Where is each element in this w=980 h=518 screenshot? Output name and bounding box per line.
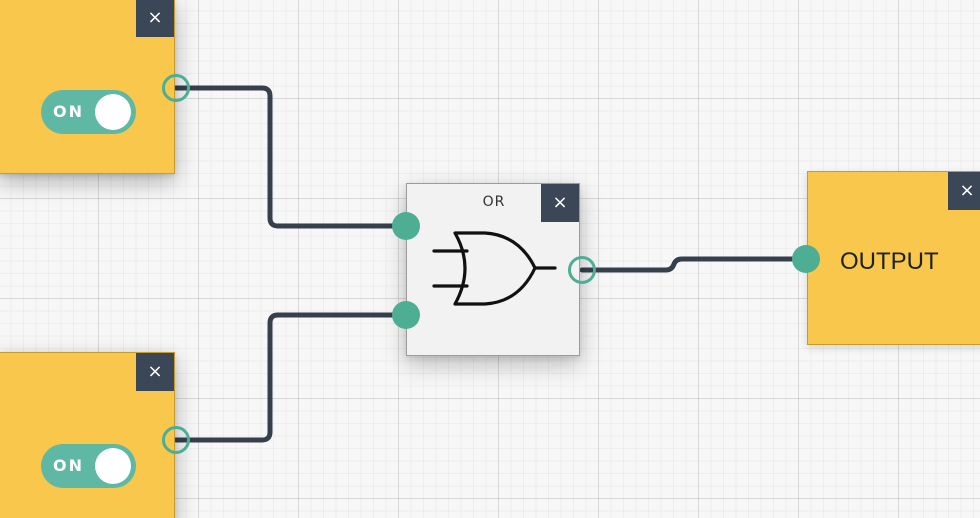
wire-or-output-to-output-input[interactable] [579, 256, 809, 273]
toggle-label: ON [53, 102, 84, 121]
output-input-port[interactable] [792, 245, 820, 273]
close-button[interactable]: × [136, 353, 174, 391]
switch-bottom-output-port[interactable] [162, 426, 190, 454]
wire-switch-top-to-or-input-1[interactable] [173, 85, 409, 229]
toggle-knob [95, 94, 131, 130]
toggle-switch[interactable]: ON [41, 90, 136, 134]
switch-node-bottom[interactable]: × ON [0, 352, 175, 518]
or-gate-input-port-1[interactable] [392, 212, 420, 240]
toggle-knob [95, 448, 131, 484]
switch-node-top[interactable]: × ON [0, 0, 175, 174]
switch-top-output-port[interactable] [162, 74, 190, 102]
output-node[interactable]: × OUTPUT [807, 171, 980, 345]
or-gate-output-port[interactable] [568, 256, 596, 284]
toggle-label: ON [53, 456, 84, 475]
close-button[interactable]: × [136, 0, 174, 37]
or-gate-icon [432, 231, 557, 306]
wire-switch-bottom-to-or-input-2[interactable] [173, 312, 409, 443]
or-gate-node[interactable]: OR × [406, 183, 580, 356]
output-label: OUTPUT [840, 248, 939, 275]
or-gate-input-port-2[interactable] [392, 301, 420, 329]
gate-title: OR [482, 194, 506, 210]
close-button[interactable]: × [948, 172, 980, 210]
close-button[interactable]: × [541, 184, 579, 222]
toggle-switch[interactable]: ON [41, 444, 136, 488]
